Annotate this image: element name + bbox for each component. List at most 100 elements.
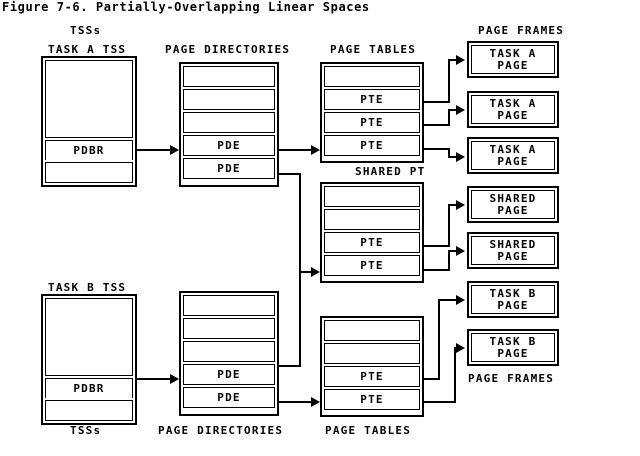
figure-title: Figure 7-6. Partially-Overlapping Linear…: [2, 0, 370, 14]
shared-pt-row-pte: PTE: [324, 255, 420, 276]
pd-a-row-pde-shared: PDE: [183, 158, 275, 179]
shared-pt-row: [324, 209, 420, 230]
connector-shared-pte1-h2: [448, 204, 459, 206]
page-frame-task-a-1: TASK A PAGE: [467, 41, 559, 78]
caption-task-a-tss: TASK A TSS: [48, 43, 127, 56]
connector-shared-pte2-v: [448, 251, 450, 271]
page-frame-line1: TASK A: [489, 142, 537, 156]
caption-shared-pt: SHARED PT: [355, 165, 426, 178]
connector-pdbr-a-to-pd-a: [137, 149, 170, 151]
connector-pte-a2-h1: [424, 124, 450, 126]
caption-tss-bottom: TSSs: [70, 424, 102, 437]
page-frame-task-a-2: TASK A PAGE: [467, 91, 559, 128]
shared-pt-row-pte: PTE: [324, 232, 420, 253]
arrowhead-pte-a2-to-frame2: [456, 105, 465, 115]
page-directory-b-box: PDE PDE: [179, 291, 279, 416]
arrowhead-pte-a1-to-frame1: [456, 55, 465, 65]
arrowhead-pte-a3-to-frame3: [456, 152, 465, 162]
connector-pte-a3-h2: [448, 156, 459, 158]
pt-b-row-pte: PTE: [324, 389, 420, 410]
connector-pte-b1-v: [438, 300, 440, 380]
caption-page-directories-top: PAGE DIRECTORIES: [165, 43, 291, 56]
connector-shared-bus-vertical: [299, 173, 301, 272]
pt-a-row-pte: PTE: [324, 89, 420, 110]
page-frame-line2: PAGE: [497, 346, 529, 360]
task-b-tss-box-lower: [41, 398, 137, 425]
page-frame-line1: TASK B: [489, 286, 537, 300]
connector-pdbr-b-to-pd-b: [137, 378, 170, 380]
task-a-tss-box: PDBR: [41, 56, 137, 166]
connector-pte-b2-h1: [424, 401, 456, 403]
page-frame-line1: TASK A: [489, 96, 537, 110]
connector-shared-pte2-h2: [448, 250, 459, 252]
connector-pte-a3-h1: [424, 148, 450, 150]
connector-pde-a-to-pt-a: [279, 149, 311, 151]
page-frame-line2: PAGE: [497, 58, 529, 72]
pd-b-row: [183, 341, 275, 362]
arrowhead-pte-b2-to-frame: [456, 343, 465, 353]
page-directory-a-box: PDE PDE: [179, 62, 279, 187]
page-frame-task-a-3: TASK A PAGE: [467, 137, 559, 174]
page-table-b-box: PTE PTE: [320, 316, 424, 417]
pd-b-row: [183, 318, 275, 339]
pd-a-row: [183, 66, 275, 87]
pt-b-row: [324, 343, 420, 364]
caption-page-frames-top: PAGE FRAMES: [478, 24, 565, 37]
arrowhead-pde-a-to-pt-a: [311, 145, 320, 155]
page-frame-task-b-1: TASK B PAGE: [467, 281, 559, 318]
arrowhead-pdbr-b-to-pd-b: [170, 374, 179, 384]
page-frame-line1: SHARED: [489, 237, 537, 251]
page-frame-shared-2: SHARED PAGE: [467, 232, 559, 269]
connector-pte-a3-v: [448, 148, 450, 158]
connector-pte-b1-h1: [424, 378, 440, 380]
caption-page-directories-bottom: PAGE DIRECTORIES: [158, 424, 284, 437]
task-b-tss-row: [45, 298, 133, 376]
pd-b-row-pde: PDE: [183, 387, 275, 408]
pd-a-row-pde: PDE: [183, 135, 275, 156]
connector-shared-pte1-v: [448, 205, 450, 247]
pt-b-row-pte: PTE: [324, 366, 420, 387]
arrowhead-shared-bus-to-shared-pt: [311, 267, 320, 277]
connector-pte-a1-v: [448, 60, 450, 103]
task-b-tss-row-pdbr: PDBR: [45, 378, 133, 399]
page-table-a-box: PTE PTE PTE: [320, 62, 424, 163]
pd-a-row: [183, 89, 275, 110]
caption-tss-top: TSSs: [70, 24, 102, 37]
task-a-tss-box-lower: [41, 160, 137, 187]
arrowhead-shared-pte2-to-frame: [456, 246, 465, 256]
task-a-tss-row-empty: [45, 162, 133, 183]
pd-a-row: [183, 112, 275, 133]
connector-pte-a2-h2: [448, 109, 459, 111]
arrowhead-shared-pte1-to-frame: [456, 200, 465, 210]
pt-a-row: [324, 66, 420, 87]
connector-pde-a-shared-out: [279, 173, 301, 175]
page-frame-line1: SHARED: [489, 191, 537, 205]
page-frame-line2: PAGE: [497, 249, 529, 263]
pt-a-row-pte: PTE: [324, 112, 420, 133]
page-frame-line2: PAGE: [497, 154, 529, 168]
connector-pde-b-shared-out: [279, 365, 301, 367]
connector-pte-a2-v: [448, 110, 450, 126]
connector-shared-pte2-h1: [424, 269, 450, 271]
task-b-tss-box: PDBR: [41, 294, 137, 404]
task-a-tss-row: [45, 60, 133, 138]
page-frame-line2: PAGE: [497, 203, 529, 217]
task-a-tss-row-pdbr: PDBR: [45, 140, 133, 161]
connector-shared-bus-to-shared-pt: [299, 271, 312, 273]
shared-pt-row: [324, 186, 420, 207]
connector-pte-b1-h2: [438, 299, 459, 301]
pd-b-row-pde-shared: PDE: [183, 364, 275, 385]
page-frame-shared-1: SHARED PAGE: [467, 186, 559, 223]
caption-page-frames-bottom: PAGE FRAMES: [468, 372, 555, 385]
caption-task-b-tss: TASK B TSS: [48, 281, 127, 294]
connector-pte-a1-h1: [424, 101, 450, 103]
caption-page-tables-bottom: PAGE TABLES: [325, 424, 412, 437]
page-frame-line1: TASK A: [489, 46, 537, 60]
arrowhead-pte-b1-to-frame: [456, 295, 465, 305]
page-frame-task-b-2: TASK B PAGE: [467, 329, 559, 366]
connector-shared-pte1-h1: [424, 245, 450, 247]
connector-pte-b2-v: [454, 348, 456, 403]
arrowhead-pde-b-to-pt-b: [311, 397, 320, 407]
shared-page-table-box: PTE PTE: [320, 182, 424, 283]
